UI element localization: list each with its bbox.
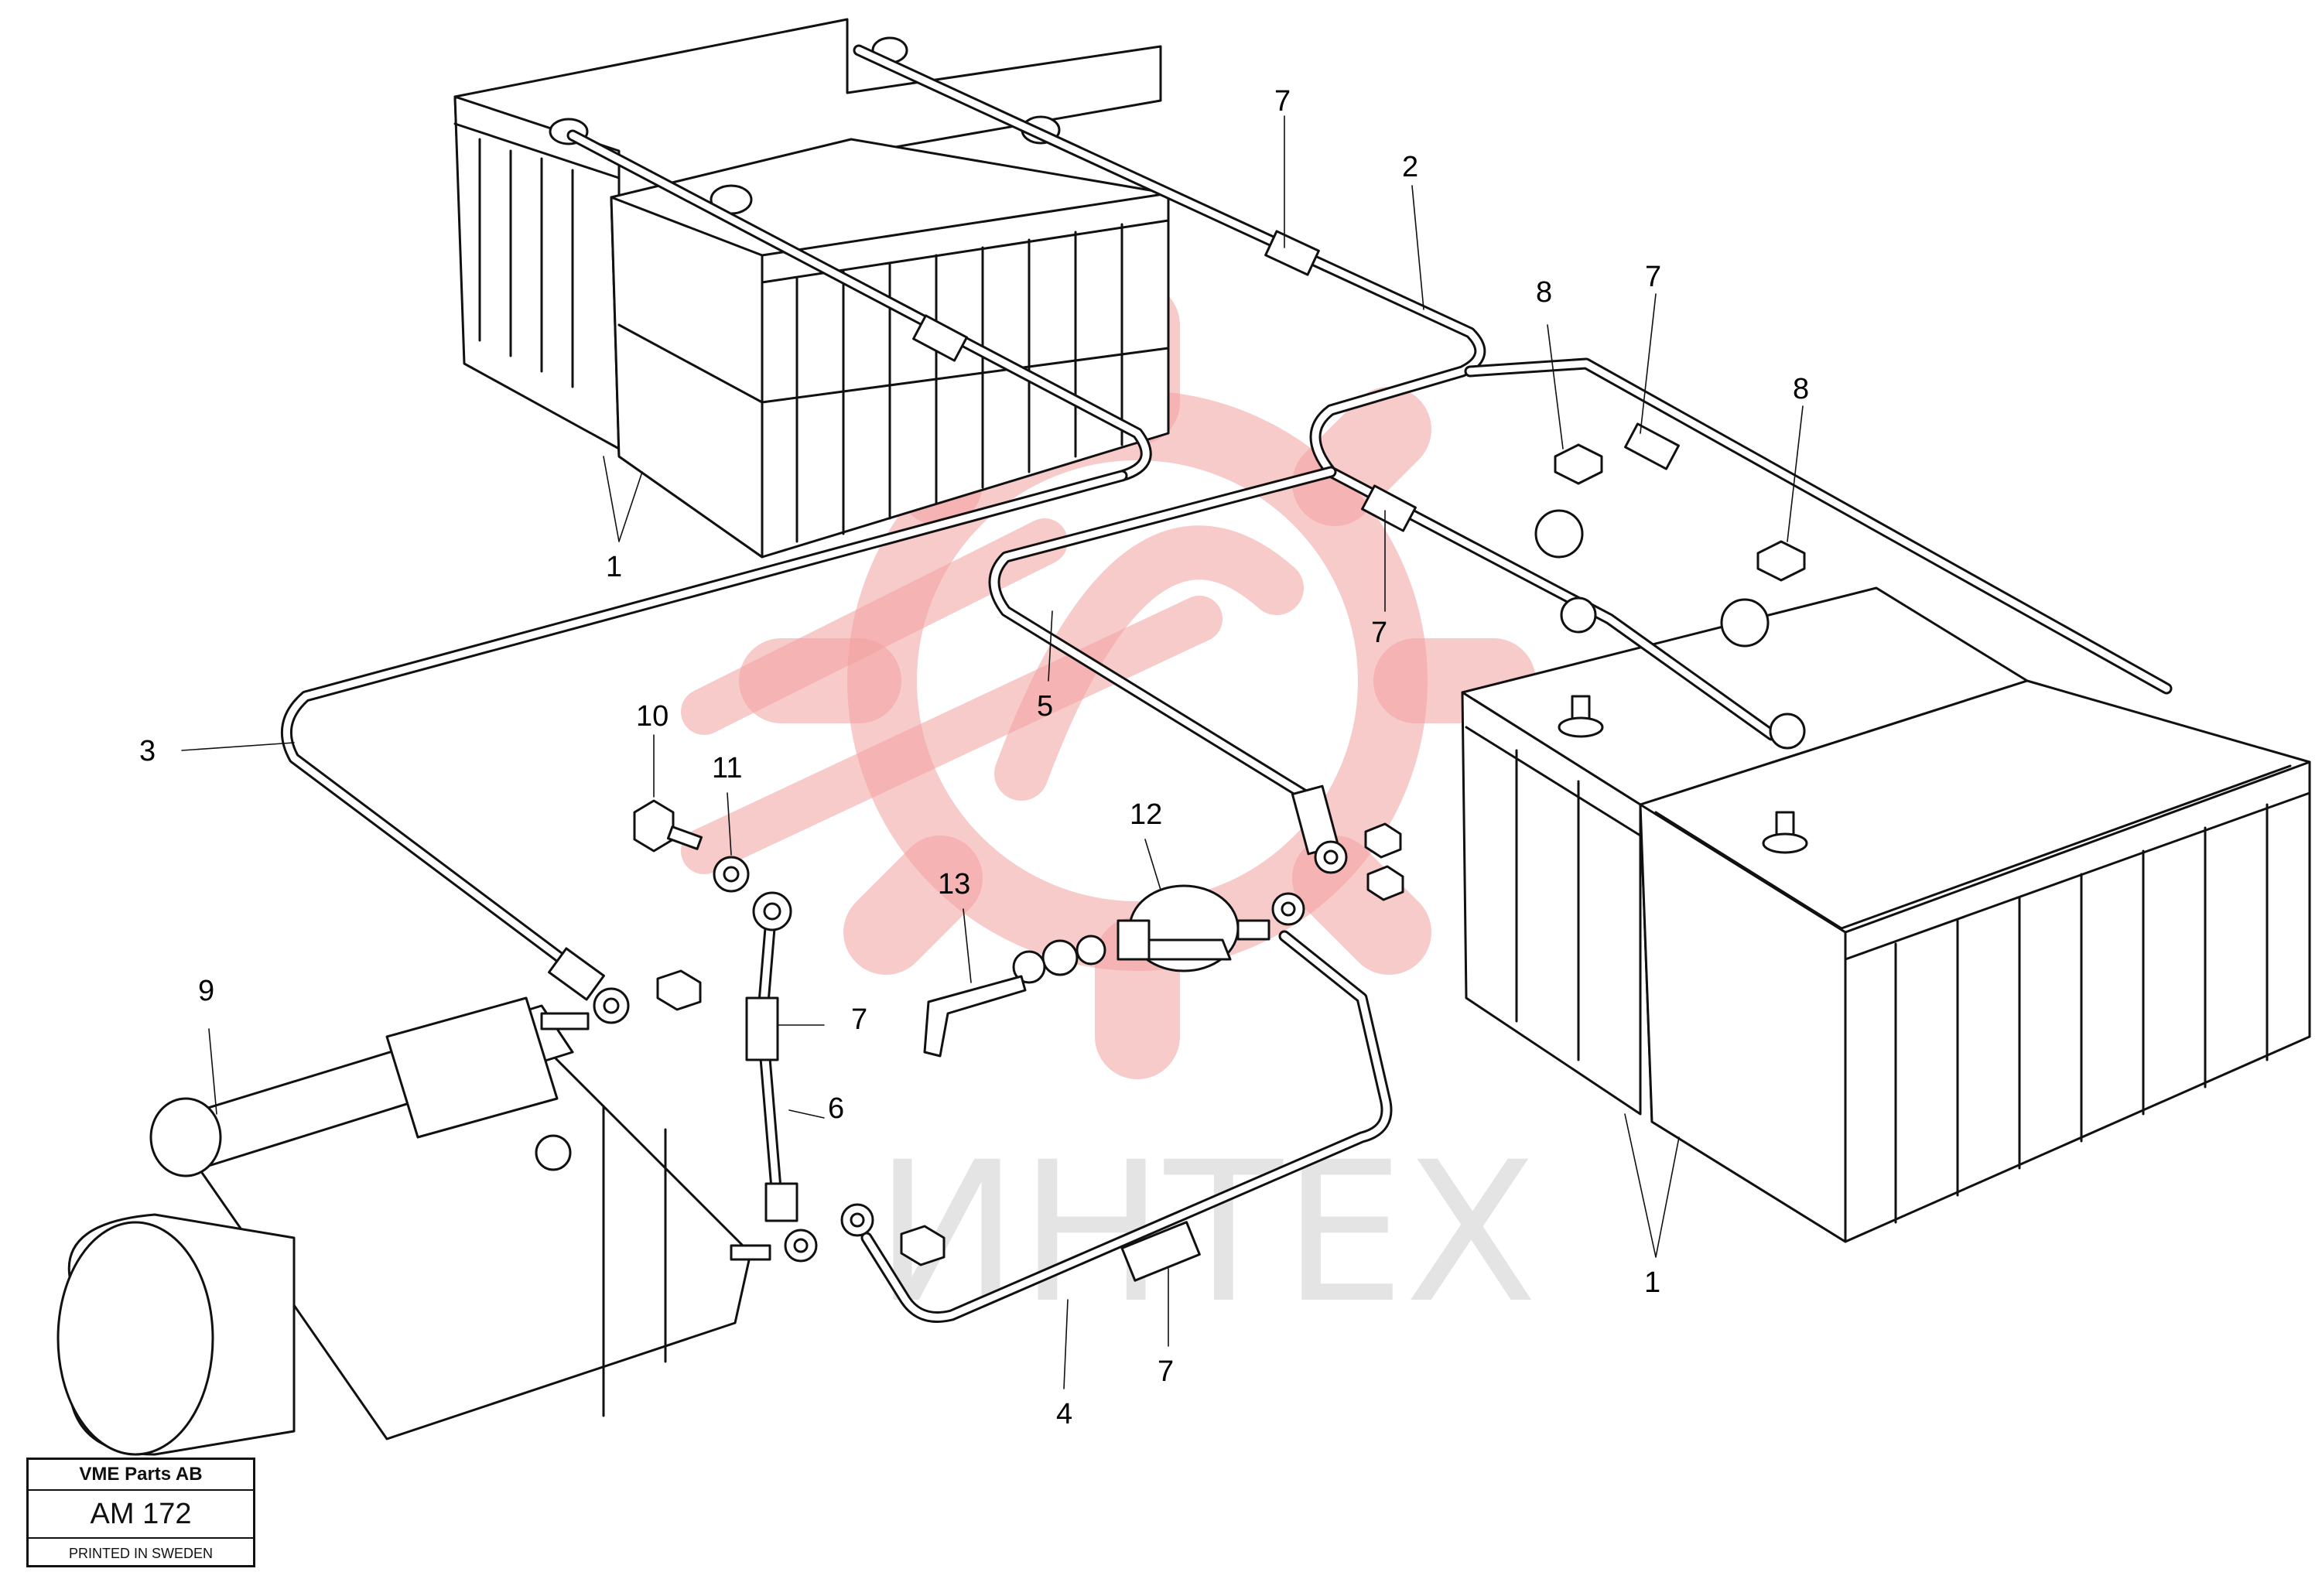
cable-3 <box>280 470 1128 1024</box>
callout-6: 6 <box>828 1092 844 1125</box>
callout-1-right: 1 <box>1644 1266 1660 1299</box>
stamp-printed: PRINTED IN SWEDEN <box>68 1545 213 1561</box>
cable-top-right <box>1464 357 2173 695</box>
stamp-company: VME Parts AB <box>29 1460 253 1491</box>
key-13 <box>923 975 1027 1058</box>
callout-8-right: 8 <box>1793 373 1809 405</box>
sleeves <box>912 230 1680 532</box>
callout-7-top: 7 <box>1274 85 1291 118</box>
cable-5 <box>988 466 1348 874</box>
callout-2: 2 <box>1402 151 1418 183</box>
callout-5: 5 <box>1037 690 1053 723</box>
leader-lines <box>181 115 1804 1389</box>
cable-6 <box>745 891 818 1263</box>
nuts-washers <box>656 443 1806 1266</box>
bolt-10 <box>633 799 703 853</box>
callout-9: 9 <box>198 975 214 1007</box>
callout-3: 3 <box>139 735 156 767</box>
starter-motor-9 <box>56 996 771 1456</box>
callout-12: 12 <box>1130 798 1162 831</box>
callouts: 1 1 2 3 4 5 6 7 7 7 7 7 8 8 9 10 11 12 1… <box>139 85 1809 1430</box>
cable-2 <box>853 44 1778 741</box>
callout-7-right: 7 <box>1645 261 1661 293</box>
cable-4 <box>840 892 1393 1323</box>
battery-pair-left <box>453 18 1170 559</box>
main-switch-12 <box>1012 884 1270 984</box>
callout-11: 11 <box>712 752 742 784</box>
callout-4: 4 <box>1056 1398 1072 1430</box>
battery-pair-right <box>1461 586 2311 1243</box>
watermark-text: ИНТЕХ <box>874 1120 1537 1345</box>
callout-10: 10 <box>636 700 669 733</box>
callout-7-mid: 7 <box>1371 617 1387 649</box>
callout-8-left: 8 <box>1536 276 1552 309</box>
stamp-code: AM 172 <box>29 1491 253 1539</box>
title-stamp: VME Parts AB AM 172 PRINTED IN SWEDEN <box>26 1458 255 1567</box>
callout-1-left: 1 <box>606 551 622 583</box>
callout-13: 13 <box>938 868 970 901</box>
cable-left-link <box>566 129 1152 482</box>
callout-7-cable6: 7 <box>851 1003 867 1036</box>
callout-7-cable4: 7 <box>1158 1355 1174 1388</box>
